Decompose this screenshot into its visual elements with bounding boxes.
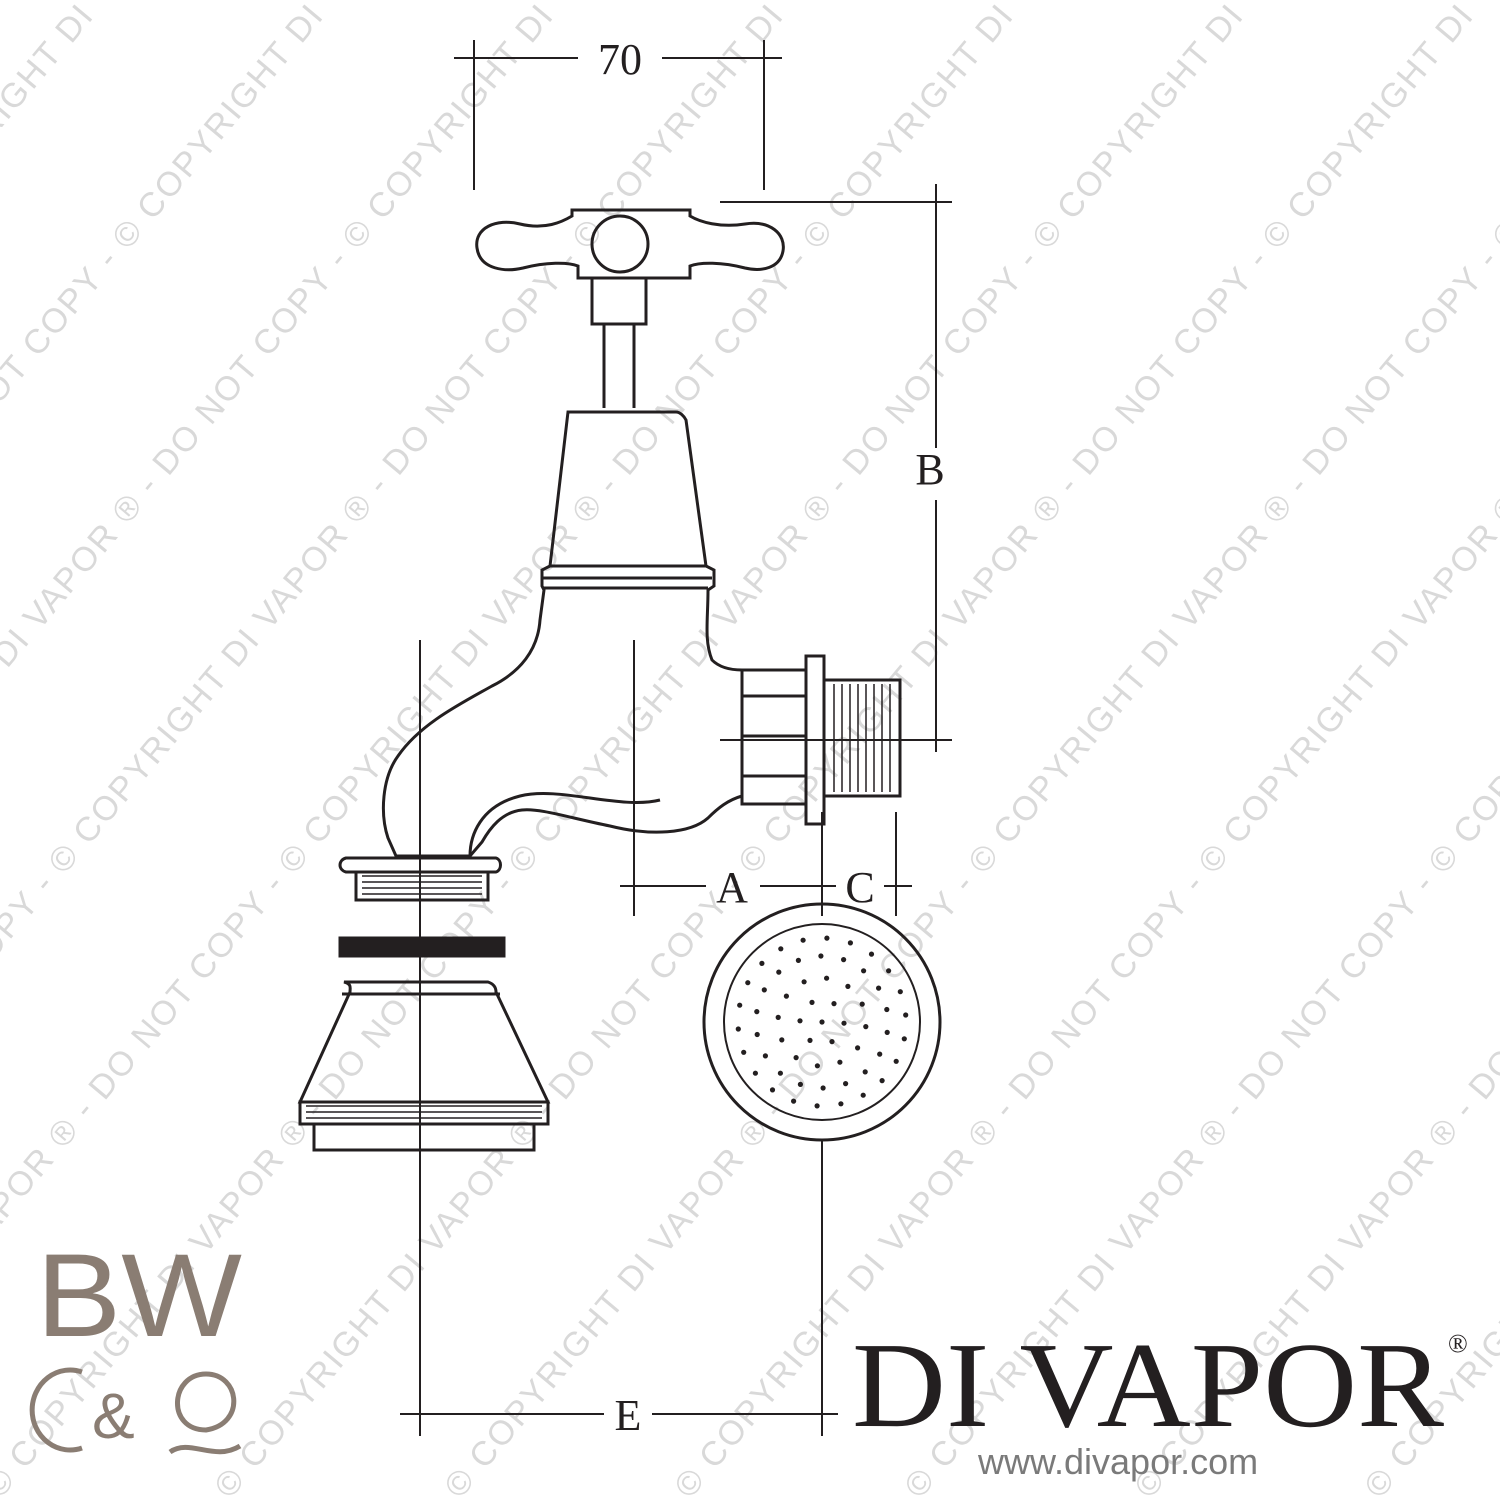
dimension-a-label: A [716, 863, 748, 912]
bw-logo-ampersand: & [92, 1380, 135, 1452]
spray-hole [779, 1037, 785, 1043]
spray-hole [903, 1012, 909, 1018]
dimension-c-label: C [845, 863, 874, 912]
spray-hole [861, 968, 867, 974]
dimension-lines [400, 40, 952, 1436]
spray-hole [737, 1002, 743, 1008]
spray-hole [876, 985, 882, 991]
aerator-parts [297, 936, 551, 1152]
brand-url: www.divapor.com [977, 1441, 1258, 1482]
spray-hole [814, 1103, 820, 1109]
spray-hole [824, 935, 830, 941]
spray-hole [800, 937, 806, 943]
bw-logo-o [168, 1371, 242, 1455]
spray-hole [884, 1029, 890, 1035]
spray-hole [838, 1101, 844, 1107]
crosshead-handle [475, 208, 785, 280]
bw-logo: BW & [29, 1230, 242, 1455]
dimension-e-label: E [615, 1391, 642, 1440]
spray-hole [791, 1098, 797, 1104]
spray-hole [893, 1058, 899, 1064]
spray-hole [745, 980, 751, 986]
dimension-width-label: 70 [598, 35, 642, 84]
spray-hole [783, 993, 790, 999]
spray-hole [841, 957, 847, 963]
spray-hole [868, 951, 875, 957]
spray-hole [797, 1018, 803, 1024]
spray-hole [754, 1031, 760, 1038]
spray-plate [702, 902, 942, 1142]
spray-hole [807, 1037, 813, 1043]
spray-hole [759, 960, 765, 967]
spray-hole [877, 1051, 883, 1057]
spray-hole [801, 979, 807, 985]
aerator-base [312, 1122, 536, 1152]
brand-name: DI VAPOR [852, 1318, 1445, 1453]
dimension-b-label: B [915, 445, 944, 494]
spray-hole [847, 940, 854, 946]
spray-hole [820, 1085, 826, 1091]
spray-hole [754, 1009, 760, 1015]
spray-hole [843, 1081, 849, 1087]
watermark-line: © COPYRIGHT DI VAPOR ® - DO NOT COPY - ©… [897, 0, 1500, 1500]
spray-hole [775, 1014, 781, 1021]
spray-hole [831, 1001, 837, 1007]
spray-hole [778, 946, 784, 952]
brand-registered-mark: ® [1448, 1329, 1468, 1358]
spout-thread [354, 870, 490, 902]
spray-hole [862, 1069, 868, 1075]
bib-tap-outline [338, 208, 902, 902]
spray-hole [886, 968, 892, 974]
spray-hole [845, 983, 851, 990]
spray-hole [793, 1055, 799, 1061]
spray-hole [901, 1036, 907, 1042]
spray-hole [797, 1081, 804, 1087]
spray-hole [837, 1059, 843, 1065]
spray-hole [762, 1053, 769, 1059]
spray-hole [860, 1092, 866, 1098]
spray-hole [777, 1070, 784, 1076]
spray-hole [735, 1026, 741, 1032]
outlet-thread [822, 678, 902, 798]
watermark-line: © COPYRIGHT DI VAPOR ® - DO NOT COPY - ©… [1357, 0, 1500, 1500]
spray-hole [761, 987, 767, 993]
spout-lip [338, 856, 502, 874]
spray-hole [741, 1049, 747, 1055]
spray-hole [824, 975, 830, 981]
spray-hole [841, 1020, 847, 1026]
spray-hole [819, 1019, 825, 1025]
spray-hole [795, 957, 802, 964]
spray-hole [859, 1001, 865, 1007]
bw-logo-c [29, 1367, 83, 1453]
spray-hole [863, 1024, 869, 1030]
stem-collar [590, 276, 648, 326]
crosshead-hub [590, 214, 650, 274]
spray-hole [897, 989, 903, 995]
spray-hole [818, 953, 824, 959]
spray-hole [814, 1063, 821, 1069]
spray-hole [879, 1078, 885, 1084]
tap-body [381, 410, 744, 858]
spray-hole [776, 969, 782, 975]
bw-logo-text: BW [36, 1230, 242, 1362]
spray-hole [769, 1087, 776, 1093]
washer [338, 936, 506, 958]
spray-hole [752, 1070, 759, 1076]
spray-hole [829, 1039, 835, 1045]
spray-hole [809, 999, 815, 1006]
spray-hole [884, 1006, 890, 1013]
spray-hole [855, 1045, 861, 1051]
